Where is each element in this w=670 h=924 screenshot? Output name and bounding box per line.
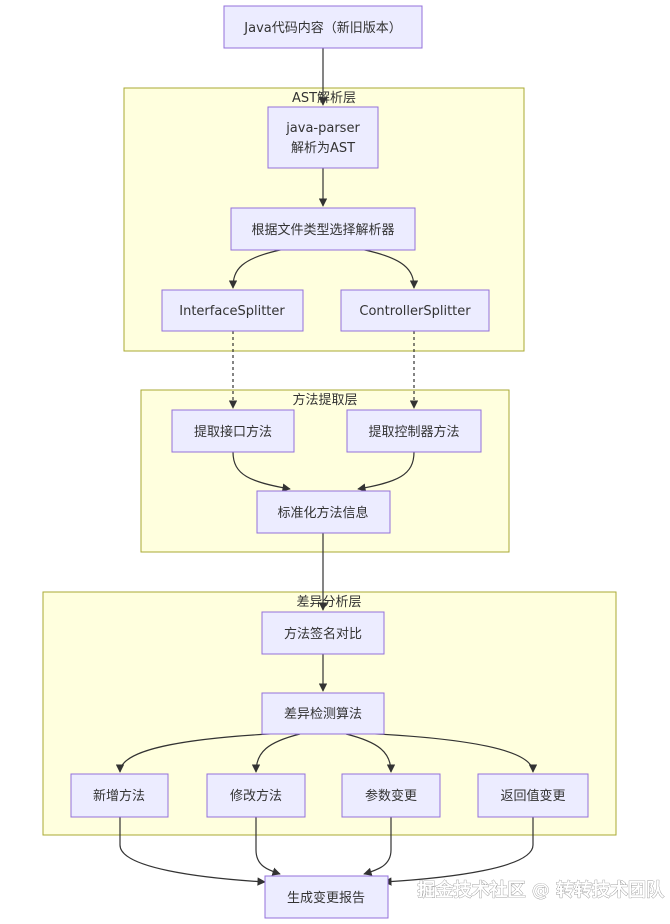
edge-modified-to-report [255,817,281,876]
watermark: 掘金技术社区 @ 转转技术团队 [417,879,665,901]
node-extract-interface: 提取接口方法 [171,409,295,453]
node-java-source: Java代码内容（新旧版本） [223,5,423,49]
edge-select-to-controller [359,248,419,289]
node-diff-algorithm-label: 差异检测算法 [284,707,362,722]
node-report-label: 生成变更报告 [287,890,365,906]
node-param-change: 参数变更 [341,773,441,818]
edge-algorithm-to-new [115,732,289,773]
node-java-parser: java-parser 解析为AST [267,106,379,169]
edge-param-to-report [363,817,392,876]
node-signature-compare: 方法签名对比 [261,611,385,655]
node-return-change-label: 返回值变更 [500,788,565,804]
node-new-method-label: 新增方法 [93,788,145,804]
node-diff-algorithm: 差异检测算法 [261,692,385,735]
node-modified-method-label: 修改方法 [230,788,282,804]
node-java-source-label: Java代码内容（新旧版本） [243,20,401,36]
node-normalize-label: 标准化方法信息 [277,505,368,521]
node-return-change: 返回值变更 [477,773,589,818]
node-select-parser: 根据文件类型选择解析器 [230,207,416,251]
edge-algorithm-to-return [357,732,538,773]
node-interface-splitter: InterfaceSplitter [161,289,304,332]
node-java-parser-line1: java-parser [285,121,360,136]
node-modified-method: 修改方法 [206,773,306,818]
edge-algorithm-to-param [345,733,396,773]
group-method-layer-title: 方法提取层 [292,392,357,408]
node-param-change-label: 参数变更 [365,788,417,804]
group-ast-layer-title: AST解析层 [292,91,356,106]
node-new-method: 新增方法 [70,773,169,818]
edge-extract-controller-to-normalize [357,451,415,492]
node-normalize: 标准化方法信息 [256,490,391,534]
edge-return-to-report [383,817,534,886]
node-interface-splitter-label: InterfaceSplitter [179,304,285,319]
node-signature-compare-label: 方法签名对比 [284,626,362,642]
edges [115,48,538,886]
node-extract-controller: 提取控制器方法 [346,409,482,453]
edge-extract-interface-to-normalize [232,451,291,492]
node-report: 生成变更报告 [264,875,389,919]
node-controller-splitter: ControllerSplitter [340,289,490,332]
node-extract-controller-label: 提取控制器方法 [368,424,459,440]
node-extract-interface-label: 提取接口方法 [194,424,272,440]
node-java-parser-line2: 解析为AST [291,141,355,156]
group-diff-layer-title: 差异分析层 [296,595,361,610]
edge-select-to-interface [228,248,286,289]
node-controller-splitter-label: ControllerSplitter [359,304,471,319]
edge-new-to-report [119,817,266,886]
node-select-parser-label: 根据文件类型选择解析器 [251,223,394,238]
edge-algorithm-to-modified [251,733,301,773]
